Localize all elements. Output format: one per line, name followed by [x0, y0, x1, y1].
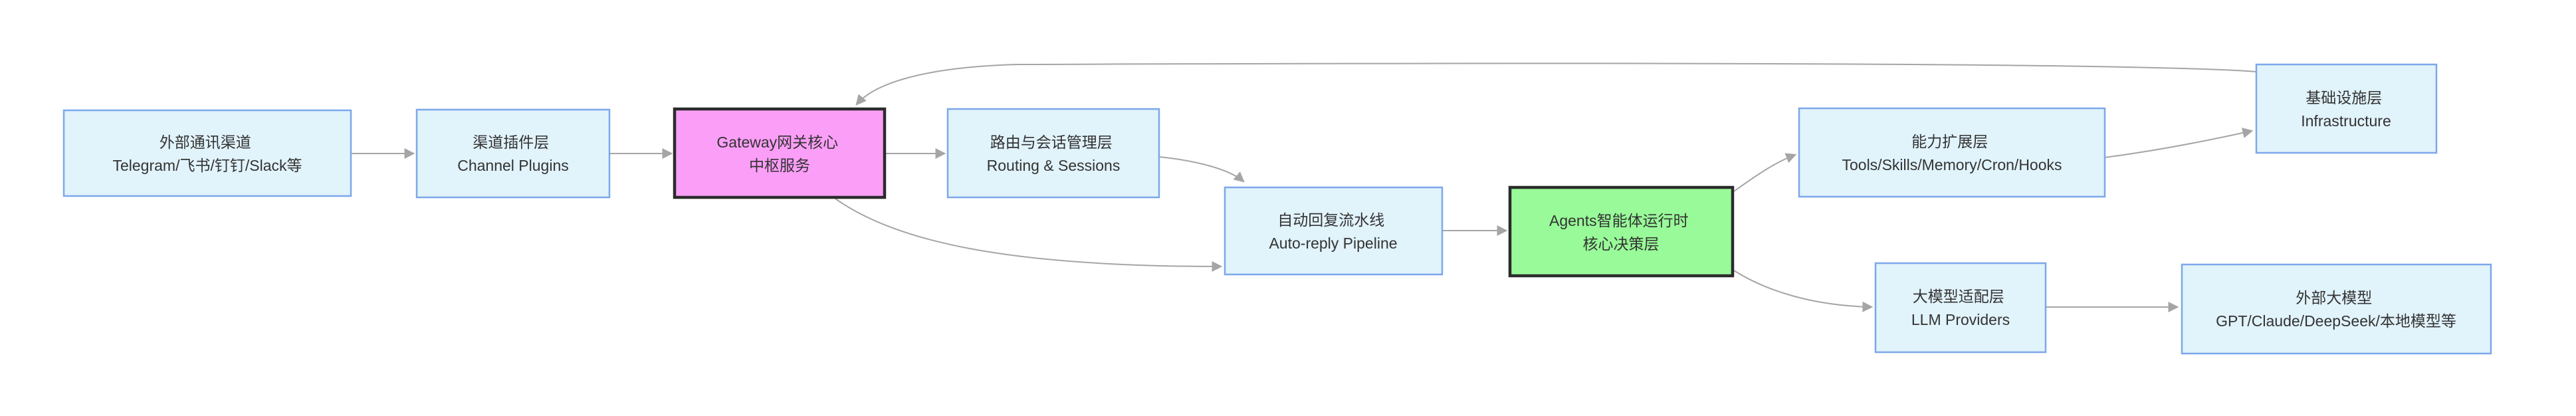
node-label-line2: GPT/Claude/DeepSeek/本地模型等: [2216, 312, 2456, 330]
edge-capability-extensions-to-infrastructure: [2104, 128, 2254, 158]
node-routing-sessions: 路由与会话管理层 Routing & Sessions: [946, 108, 1160, 199]
node-external-channels-label: 外部通讯渠道 Telegram/飞书/钉钉/Slack等: [112, 134, 302, 174]
edge-routing-sessions-to-auto-reply-pipeline: [1158, 156, 1245, 183]
node-channel-plugins-box: [415, 108, 611, 199]
node-label-line1: 外部通讯渠道: [160, 134, 251, 151]
node-label-line1: 能力扩展层: [1911, 133, 1988, 150]
node-infrastructure: 基础设施层 Infrastructure: [2255, 63, 2438, 154]
node-llm-providers-label: 大模型适配层 LLM Providers: [1911, 288, 2010, 328]
node-auto-reply-pipeline-box: [1224, 186, 1444, 276]
node-agents-runtime-label: Agents智能体运行时 核心决策层: [1549, 212, 1693, 253]
node-external-channels: 外部通讯渠道 Telegram/飞书/钉钉/Slack等: [62, 109, 352, 197]
node-infrastructure-label: 基础设施层 Infrastructure: [2301, 89, 2391, 130]
node-label-line2: 核心决策层: [1583, 235, 1660, 253]
node-capability-extensions-box: [1798, 107, 2106, 198]
node-label-line2: Tools/Skills/Memory/Cron/Hooks: [1842, 156, 2062, 173]
edge-infrastructure-to-gateway-core: [855, 62, 2258, 106]
node-label-line1: Agents智能体运行时: [1549, 212, 1689, 229]
node-label-line2: Telegram/飞书/钉钉/Slack等: [112, 157, 302, 174]
node-label-line1: Gateway网关核心: [716, 134, 838, 151]
node-auto-reply-pipeline: 自动回复流水线 Auto-reply Pipeline: [1224, 186, 1444, 276]
node-routing-sessions-box: [946, 108, 1160, 199]
node-label-line1: 路由与会话管理层: [990, 134, 1113, 151]
node-label-line2: Auto-reply Pipeline: [1269, 235, 1397, 252]
node-external-llms: 外部大模型 GPT/Claude/DeepSeek/本地模型等: [2181, 263, 2492, 355]
node-channel-plugins-label: 渠道插件层 Channel Plugins: [457, 134, 569, 174]
node-auto-reply-pipeline-label: 自动回复流水线 Auto-reply Pipeline: [1269, 211, 1397, 252]
node-label-line1: 渠道插件层: [473, 134, 549, 151]
node-capability-extensions-label: 能力扩展层 Tools/Skills/Memory/Cron/Hooks: [1842, 133, 2062, 173]
node-label-line2: Routing & Sessions: [987, 157, 1121, 174]
node-routing-sessions-label: 路由与会话管理层 Routing & Sessions: [987, 134, 1121, 174]
node-llm-providers: 大模型适配层 LLM Providers: [1874, 262, 2047, 354]
node-label-line2: LLM Providers: [1911, 311, 2010, 328]
node-external-llms-label: 外部大模型 GPT/Claude/DeepSeek/本地模型等: [2216, 289, 2456, 330]
edges-layer: [351, 62, 2258, 312]
node-label-line2: Channel Plugins: [457, 157, 569, 174]
node-label-line2: Infrastructure: [2301, 112, 2391, 130]
node-external-channels-box: [62, 109, 352, 197]
node-label-line1: 自动回复流水线: [1277, 211, 1384, 229]
node-gateway-core-box: [673, 107, 887, 199]
node-llm-providers-box: [1874, 262, 2047, 354]
node-gateway-core: Gateway网关核心 中枢服务: [673, 107, 887, 199]
node-label-line1: 基础设施层: [2306, 89, 2382, 106]
edge-gateway-core-to-auto-reply-pipeline: [835, 198, 1223, 272]
node-external-llms-box: [2181, 263, 2492, 355]
edge-agents-runtime-to-capability-extensions: [1733, 153, 1797, 192]
nodes-layer: 外部通讯渠道 Telegram/飞书/钉钉/Slack等 渠道插件层 Chann…: [62, 63, 2492, 355]
node-gateway-core-label: Gateway网关核心 中枢服务: [716, 134, 842, 174]
node-label-line1: 大模型适配层: [1913, 288, 2004, 305]
node-channel-plugins: 渠道插件层 Channel Plugins: [415, 108, 611, 199]
node-infrastructure-box: [2255, 63, 2438, 154]
node-label-line2: 中枢服务: [749, 157, 810, 174]
node-capability-extensions: 能力扩展层 Tools/Skills/Memory/Cron/Hooks: [1798, 107, 2106, 198]
node-agents-runtime-box: [1508, 185, 1735, 278]
node-label-line1: 外部大模型: [2296, 289, 2372, 306]
edge-agents-runtime-to-llm-providers: [1733, 270, 1874, 312]
node-agents-runtime: Agents智能体运行时 核心决策层: [1508, 185, 1735, 278]
